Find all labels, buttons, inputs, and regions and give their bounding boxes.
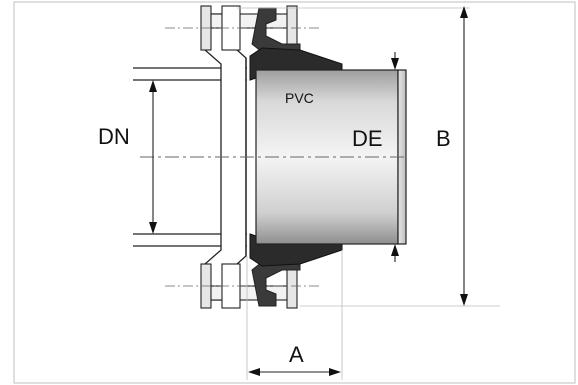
gland-ring-bottom [251, 261, 301, 307]
frame-border [13, 1, 576, 384]
top-bolt-assembly [165, 5, 320, 51]
gland-ring-top [251, 7, 301, 53]
dn-label: DN [98, 124, 130, 149]
pvc-label: PVC [285, 90, 314, 106]
a-dimension [246, 250, 343, 380]
b-label: B [436, 126, 451, 151]
de-dimension [391, 52, 399, 262]
a-label: A [289, 342, 304, 367]
de-label: DE [352, 126, 383, 151]
b-dimension [237, 6, 500, 307]
bottom-bolt-assembly [165, 263, 320, 309]
dn-dimension [149, 80, 157, 234]
